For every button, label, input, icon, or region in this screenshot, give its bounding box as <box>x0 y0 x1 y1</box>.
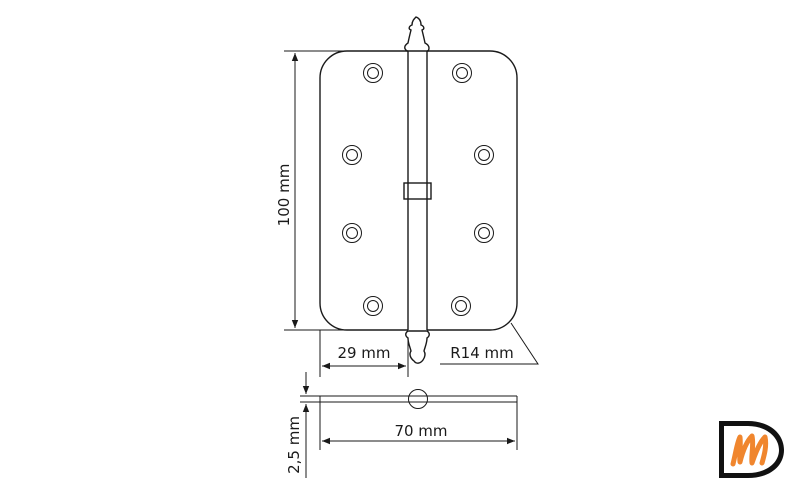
hinge-pin <box>403 51 432 330</box>
brand-logo <box>719 421 784 478</box>
total-width-dimension: 70 mm <box>322 422 515 445</box>
screw-holes <box>342 63 494 316</box>
right-leaf <box>427 50 518 331</box>
height-label: 100 mm <box>275 164 293 227</box>
thickness-dimension: 2,5 mm <box>285 372 310 478</box>
total-width-label: 70 mm <box>394 422 447 440</box>
radius-dimension: R14 mm <box>440 322 539 365</box>
top-view <box>300 389 518 450</box>
left-leaf <box>319 50 408 331</box>
leaf-width-label: 29 mm <box>337 344 390 362</box>
top-finial-icon <box>404 16 430 52</box>
height-dimension: 100 mm <box>275 50 408 331</box>
leaf-width-dimension: 29 mm <box>319 330 409 377</box>
thickness-label: 2,5 mm <box>285 416 303 474</box>
radius-label: R14 mm <box>450 344 514 362</box>
bottom-finial-icon <box>405 330 430 364</box>
